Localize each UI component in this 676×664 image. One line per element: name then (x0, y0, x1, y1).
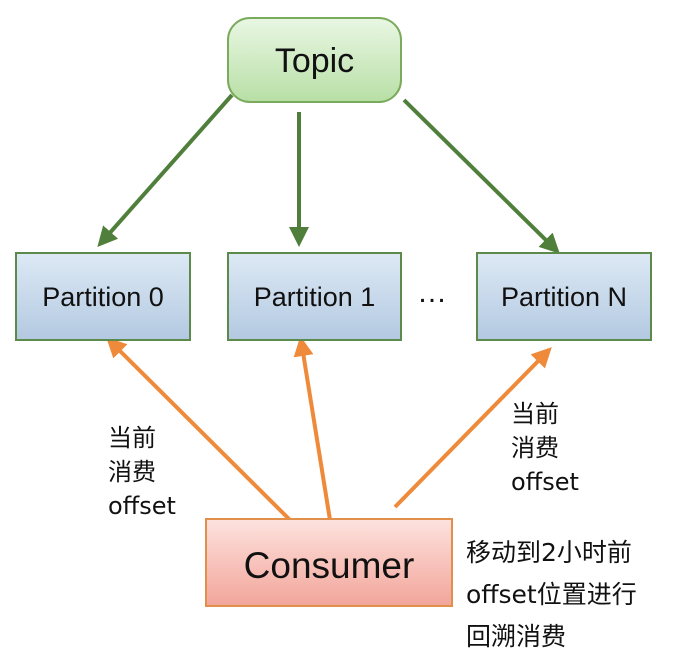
partition-ellipsis: … (417, 276, 448, 309)
partition-1-node: Partition 1 (227, 252, 402, 341)
partition-0-node: Partition 0 (15, 252, 191, 341)
note-left-line-1: 当前 (108, 424, 156, 452)
note-right-line-3: offset (511, 468, 579, 496)
topic-node: Topic (227, 17, 402, 103)
arrow-topic-to-partition-n (402, 98, 560, 254)
partition-n-node: Partition N (476, 252, 652, 341)
consumer-label: Consumer (244, 545, 415, 586)
partition-0-label: Partition 0 (42, 282, 164, 312)
topic-label: Topic (275, 42, 354, 80)
note-bottom-line-1: 移动到2小时前 (466, 538, 632, 567)
arrow-consumer-to-partition-n (393, 347, 552, 509)
note-right-current-offset: 当前 消费 offset (511, 397, 579, 499)
note-bottom-line-3: 回溯消费 (466, 622, 567, 651)
arrow-consumer-to-partition-0 (106, 337, 292, 522)
note-rewind-consumption: 移动到2小时前 offset位置进行 回溯消费 (466, 532, 637, 658)
arrow-topic-to-partition-0 (97, 93, 234, 247)
partition-n-label: Partition N (501, 282, 627, 312)
note-right-line-1: 当前 (511, 400, 559, 428)
partition-1-label: Partition 1 (254, 282, 376, 312)
note-left-line-2: 消费 (108, 458, 156, 486)
note-left-line-3: offset (108, 492, 176, 520)
note-right-line-2: 消费 (511, 434, 559, 462)
note-left-current-offset: 当前 消费 offset (108, 421, 176, 523)
note-bottom-line-2: offset位置进行 (466, 580, 637, 609)
arrow-consumer-to-partition-1 (293, 336, 332, 521)
consumer-node: Consumer (205, 518, 453, 607)
